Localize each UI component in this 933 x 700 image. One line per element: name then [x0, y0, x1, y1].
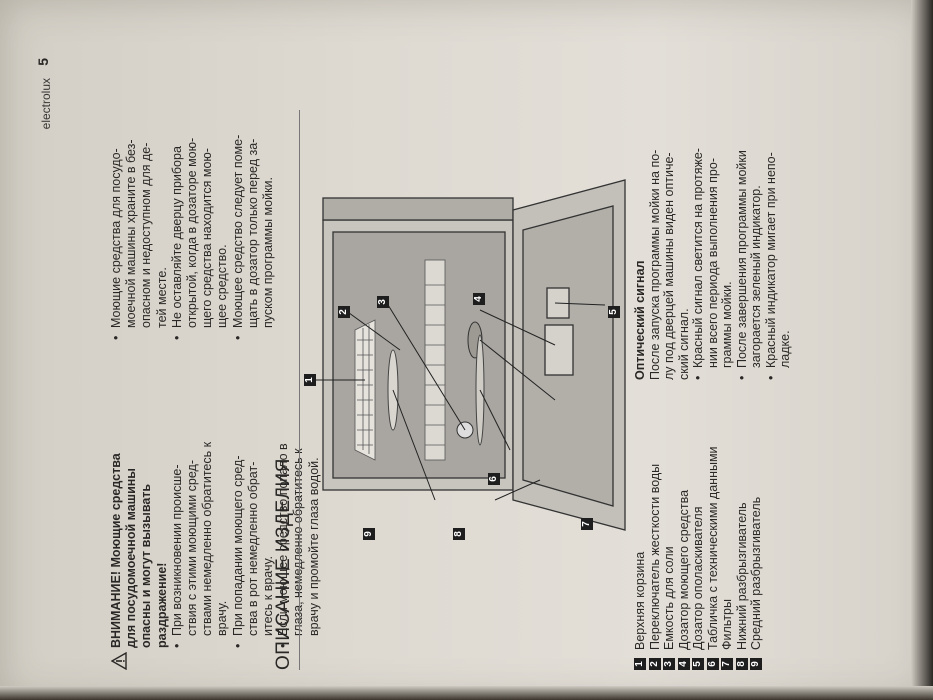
legend-item: 8 Нижний разбрызгиватель	[735, 446, 750, 670]
legend-number: 3	[663, 658, 676, 670]
diagram-label-7: 7	[581, 518, 593, 530]
legend-number: 9	[750, 658, 763, 670]
diagram-label-2: 2	[338, 306, 350, 318]
legend-item: 4 Дозатор моющего средства	[677, 446, 692, 670]
optical-signal-bullet: Красный сигнал светится на протяже- нии …	[691, 60, 735, 380]
warning-bullet: При возникновении происше- ствия с этими…	[170, 388, 231, 648]
diagram-label-6: 6	[488, 473, 500, 485]
section-title-text: Описание изделия	[273, 458, 294, 670]
legend-number: 2	[648, 658, 661, 670]
diagram-label-8: 8	[453, 528, 465, 540]
dishwasher-diagram	[315, 179, 626, 531]
legend-item: 9 Средний разбрызгиватель	[749, 446, 764, 670]
legend-item: 5 Дозатор ополаскивателя	[691, 446, 706, 670]
legend-label: Дозатор ополаскивателя	[691, 506, 705, 651]
legend-number: 5	[692, 658, 705, 670]
storage-bullet: Моющие средства для посудо- моечной маши…	[109, 70, 170, 340]
page-edge-shadow	[911, 0, 933, 700]
bottom-edge-shadow	[0, 686, 933, 700]
warning-triangle-icon	[111, 652, 127, 670]
diagram-label-1: 1	[304, 374, 316, 386]
legend-number: 7	[721, 658, 734, 670]
rotated-page-content: electrolux 5 ВНИМАНИЕ! Моющие средства д…	[33, 30, 893, 670]
page-number: 5	[35, 58, 51, 66]
diagram-label-9: 9	[363, 528, 375, 540]
legend-label: Табличка с техническими данными	[705, 446, 720, 650]
legend-item: 3 Емкость для соли	[662, 446, 677, 670]
diagram-label-4: 4	[473, 293, 485, 305]
storage-bullet: Не оставляйте дверцу прибора открытой, к…	[170, 70, 231, 340]
optical-signal-bullet: Красный индикатор мигает при непо- ладке…	[764, 60, 793, 380]
legend-item: 1 Верхняя корзина	[633, 446, 648, 670]
legend-label: Емкость для соли	[662, 546, 676, 650]
legend-label: Дозатор моющего средства	[676, 489, 691, 650]
brand-name: electrolux	[39, 78, 53, 130]
warning-bullet: При попадании моющего сред- ства в рот н…	[231, 388, 277, 648]
legend-item: 7 Фильтры	[720, 446, 735, 670]
legend-label: Переключатель жесткости воды	[647, 463, 662, 650]
legend-number: 8	[735, 658, 748, 670]
diagram-label-3: 3	[377, 296, 389, 308]
optical-signal-section: Оптический сигнал После запуска программ…	[633, 60, 793, 380]
legend-item: 6 Табличка с техническими данными	[706, 446, 721, 670]
warning-title: ВНИМАНИЕ! Моющие средства для посудомоеч…	[109, 453, 169, 648]
section-title: Описание изделия	[273, 110, 300, 670]
legend-number: 6	[706, 658, 719, 670]
storage-bullet: Моющее средство следует поме- щать в доз…	[231, 70, 277, 340]
legend-label: Верхняя корзина	[633, 551, 647, 650]
legend-label: Нижний разбрызгиватель	[734, 502, 749, 650]
legend-label: Фильтры	[720, 599, 734, 650]
legend-item: 2 Переключатель жесткости воды	[648, 446, 663, 670]
legend-number: 1	[634, 658, 647, 670]
storage-bullets: Моющие средства для посудо- моечной маши…	[109, 70, 276, 340]
parts-legend: 1 Верхняя корзина 2 Переключатель жесткост…	[633, 446, 764, 670]
legend-label: Средний разбрызгиватель	[749, 496, 763, 650]
legend-number: 4	[677, 658, 690, 670]
optical-signal-intro: После запуска программы мойки на по- лу …	[647, 149, 691, 380]
diagram-label-5: 5	[608, 306, 620, 318]
optical-signal-title: Оптический сигнал	[633, 260, 647, 380]
optical-signal-bullet: После завершения программы мойки загорае…	[735, 60, 764, 380]
